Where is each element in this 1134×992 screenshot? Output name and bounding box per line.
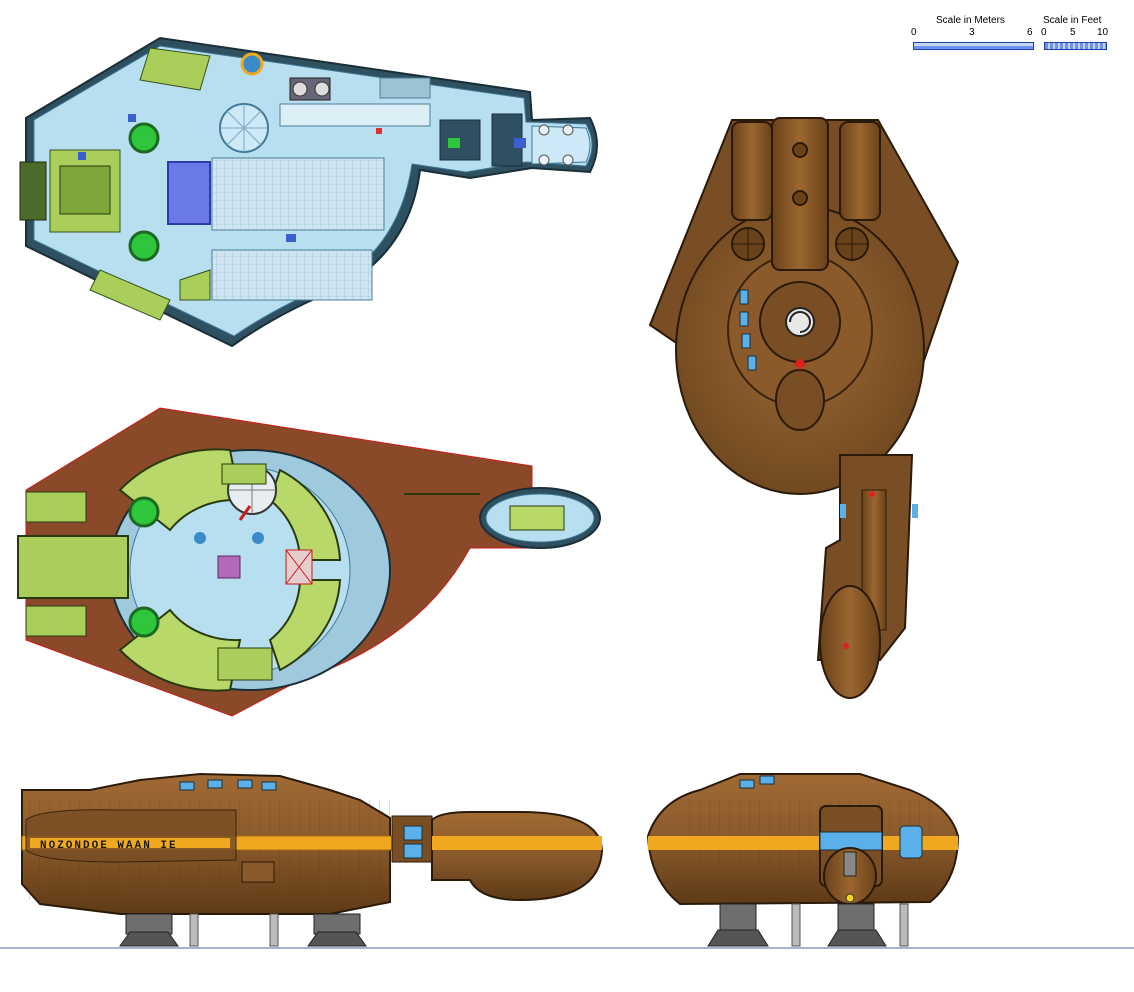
scale-feet-tick-10: 10 [1097, 27, 1109, 38]
scale-meters-tick-6: 6 [1027, 27, 1033, 38]
side-view [21, 772, 604, 947]
front-view [646, 773, 960, 947]
scale-meters-tick-3: 3 [969, 27, 975, 38]
scale-meters-title: Scale in Meters [936, 15, 1005, 26]
hull-lettering: NOZONDOE WAAN IE [40, 840, 178, 852]
lower-deck-plan [17, 407, 601, 717]
landing-legs-front [707, 903, 909, 947]
top-view [648, 117, 960, 699]
scale-feet-tick-5: 5 [1070, 27, 1076, 38]
scale-feet-bar [1044, 42, 1107, 50]
landing-legs-side [119, 913, 367, 947]
upper-deck-plan [19, 36, 598, 348]
scale-meters-bar [913, 42, 1034, 50]
scale-feet-title: Scale in Feet [1043, 15, 1102, 26]
scale-feet-tick-0: 0 [1041, 27, 1047, 38]
scale-meters-tick-0: 0 [911, 27, 917, 38]
